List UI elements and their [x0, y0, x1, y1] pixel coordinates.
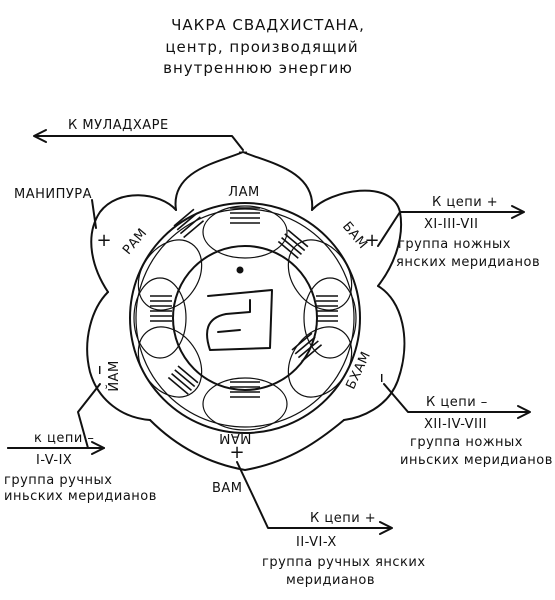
bottom-chain: К цепи + [310, 511, 376, 526]
inner-circle [172, 245, 318, 391]
left-bottom-line2: иньских меридианов [4, 489, 157, 504]
right-top-pointer: К цепи + XI-III-VII группа ножных янских… [377, 195, 540, 270]
left-bottom-numbers: I-V-IX [36, 453, 72, 468]
left-bottom-line1: группа ручных [4, 473, 112, 488]
petal-upper-left [90, 194, 177, 293]
center-glyph [206, 289, 273, 351]
petal-label-top: ЛАМ [228, 185, 259, 200]
title-line-3: внутреннюю энергию [163, 59, 353, 77]
outer-petals [86, 151, 406, 471]
central-symbol [206, 266, 273, 351]
left-bottom-pointer: к цепи – I-V-IX группа ручных иньских ме… [4, 383, 157, 504]
petal-label-upper-left: РАМ [120, 226, 150, 258]
muladhara-label: К МУЛАДХАРЕ [68, 118, 169, 133]
right-top-chain: К цепи + [432, 195, 498, 210]
title-line-2: центр, производящий [165, 38, 358, 56]
bottom-pointer: ВАМ К цепи + II-VI-X группа ручных янски… [212, 461, 426, 588]
right-top-line1: группа ножных [398, 237, 511, 252]
manipura-label: МАНИПУРА [14, 187, 92, 202]
hatch-marks [150, 207, 338, 398]
sign-bottom: + [229, 442, 244, 463]
petal-lower-right [343, 285, 406, 421]
center-dot [236, 266, 244, 274]
left-bottom-chain: к цепи – [34, 431, 94, 446]
title-block: ЧАКРА СВАДХИСТАНА, центр, производящий в… [163, 16, 365, 77]
bottom-line2: меридианов [286, 573, 375, 588]
inner-lotus [133, 205, 357, 431]
right-bottom-line1: группа ножных [410, 435, 523, 450]
sign-top: – [238, 139, 248, 163]
right-bottom-chain: К цепи – [426, 395, 488, 410]
right-bottom-numbers: XII-IV-VIII [424, 417, 487, 432]
muladhara-pointer: К МУЛАДХАРЕ [33, 118, 244, 151]
petal-lower-left [86, 291, 151, 421]
vam-label: ВАМ [212, 481, 243, 496]
right-top-numbers: XI-III-VII [424, 217, 478, 232]
bottom-numbers: II-VI-X [296, 535, 337, 550]
right-bottom-line2: иньских меридианов [400, 453, 553, 468]
petal-label-bottom: МАМ [219, 430, 252, 445]
title-line-1: ЧАКРА СВАДХИСТАНА, [171, 16, 365, 34]
sign-upper-left: + [96, 230, 111, 251]
petal-bottom [149, 419, 345, 471]
outer-circle [129, 202, 361, 434]
sign-lower-right: – [371, 373, 395, 383]
bottom-line1: группа ручных янских [262, 555, 426, 570]
right-top-line2: янских меридианов [396, 255, 540, 270]
sign-lower-left: – [89, 365, 113, 375]
right-bottom-pointer: К цепи – XII-IV-VIII группа ножных иньск… [383, 383, 553, 468]
sign-upper-right: + [364, 230, 379, 251]
petal-top [174, 151, 314, 211]
outer-circle-inner-ring [135, 208, 355, 428]
petal-label-lower-left: ЙАМ [106, 360, 122, 391]
manipura-pointer: МАНИПУРА [14, 187, 97, 229]
